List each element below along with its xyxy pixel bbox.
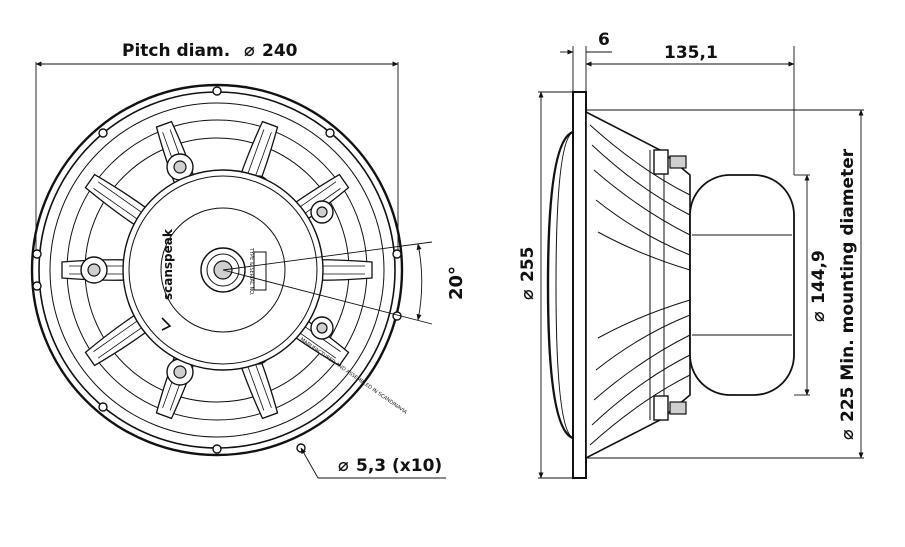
outer-diameter-dimension: ⌀ 255: [517, 91, 573, 479]
diameter-symbol: ⌀: [517, 289, 538, 300]
terminals: [653, 149, 687, 421]
pitch-diameter-value: 240: [262, 41, 298, 61]
type-label-text: TYPE & SERIAL NO.: [248, 247, 254, 296]
mounting-hole: [212, 444, 222, 454]
mounting-hole: [212, 86, 222, 96]
diameter-symbol: ⌀: [808, 311, 829, 322]
mounting-holes: [32, 86, 402, 454]
outer-diameter-label: 255: [518, 247, 538, 283]
angle-label: 20°: [446, 266, 467, 300]
magnet-diameter-label: 144,9: [809, 250, 829, 304]
mounting-diameter-dimension: ⌀ 225 Min. mounting diameter: [586, 109, 864, 459]
depth-dimensions: 6 135,1: [560, 30, 795, 175]
mounting-hole: [32, 249, 42, 259]
ring-text: MANUFACTURED AND ASSEMBLED IN SCANDINAVI…: [299, 337, 409, 416]
mounting-hole: [98, 402, 108, 412]
angle-dimension: 20°: [222, 241, 467, 325]
hole-size-label: 5,3 (x10): [356, 456, 442, 476]
type-label-plate: [253, 251, 267, 291]
cone-surround: [546, 130, 574, 440]
depth-label: 135,1: [664, 43, 718, 63]
flange-thickness-label: 6: [598, 30, 610, 50]
pitch-diameter-label: Pitch diam.: [122, 41, 230, 61]
hole-dimension: ⌀ 5,3 (x10): [300, 447, 446, 479]
diameter-symbol: ⌀: [338, 455, 349, 476]
mounting-diameter-label: 225 Min. mounting diameter: [838, 148, 858, 422]
diameter-symbol: ⌀: [244, 40, 255, 61]
pitch-diameter-dimension: Pitch diam. ⌀ 240: [35, 40, 399, 250]
brand-logo-mark: [161, 317, 172, 331]
mounting-hole: [98, 128, 108, 138]
magnet-assembly: [689, 174, 795, 396]
side-view: 6 135,1: [517, 30, 864, 479]
diameter-symbol: ⌀: [837, 429, 858, 440]
mounting-hole: [392, 249, 402, 259]
mounting-flange: [572, 91, 587, 479]
basket-side-ribs: [589, 124, 691, 446]
mounting-hole: [325, 128, 335, 138]
mounting-hole: [32, 281, 42, 291]
basket-ring: [49, 102, 385, 438]
outer-frame-rim: [30, 83, 404, 457]
brand-logo-text: scanspeak: [161, 228, 175, 300]
front-view: Pitch diam. ⌀ 240: [30, 40, 467, 479]
magnet-diameter-dimension: ⌀ 144,9: [794, 174, 829, 396]
